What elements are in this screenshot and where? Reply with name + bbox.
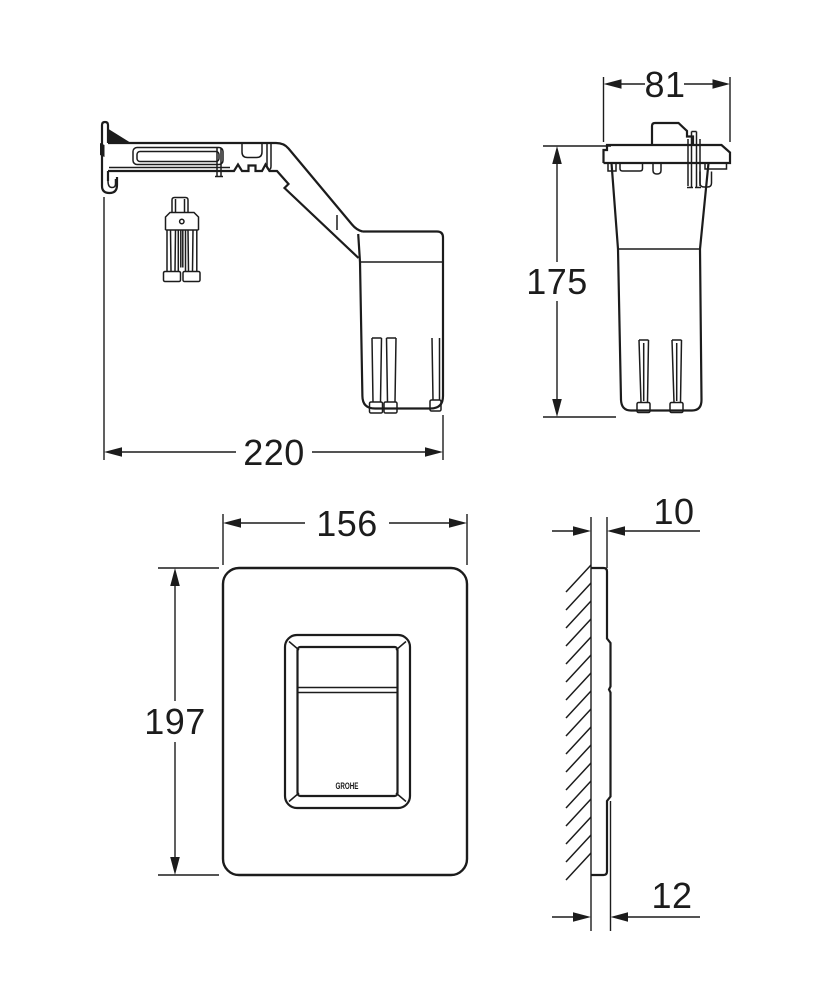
reservoir-body — [610, 162, 710, 414]
arm-cutout — [241, 143, 263, 159]
dim-12-label: 12 — [651, 875, 692, 916]
tray-inset-outer — [132, 146, 224, 166]
dim-10: 10 — [552, 491, 700, 536]
reservoir-neck-details — [619, 163, 728, 188]
wall-hatching — [565, 564, 592, 881]
reservoir-lever-tab — [650, 121, 695, 145]
dim-81-label: 81 — [644, 64, 685, 105]
dim-220: 220 — [103, 197, 444, 473]
reservoir-front-view: 81 175 — [526, 64, 732, 418]
dim-220-label: 220 — [243, 432, 305, 473]
reservoir-front-slots — [636, 339, 684, 414]
gusset-brace — [108, 129, 131, 143]
bracket-side-view: 220 — [100, 120, 445, 473]
dim-175-label: 175 — [526, 261, 588, 302]
dim-197-label: 197 — [144, 701, 206, 742]
dim-197: 197 — [144, 567, 219, 876]
button-divider — [297, 686, 398, 694]
button-corner-chamfers — [288, 640, 407, 803]
dim-12: 12 — [552, 875, 700, 922]
reservoir-pin — [687, 130, 701, 189]
tray-inset-inner — [136, 150, 220, 163]
flush-plate-side-view: 10 12 — [552, 491, 700, 931]
plate-side-profile — [591, 566, 612, 877]
flush-plate-front-view: GROHE 156 197 — [144, 503, 469, 877]
button-inner-frame — [296, 645, 399, 798]
dim-81: 81 — [602, 64, 731, 142]
dim-175: 175 — [526, 145, 616, 418]
wall-hook — [100, 120, 131, 195]
clip-part — [162, 196, 201, 283]
reservoir-flange — [602, 143, 732, 172]
tray-divider — [215, 148, 223, 178]
dim-10-label: 10 — [653, 491, 694, 532]
reservoir-side-outline — [357, 230, 445, 414]
flush-plate-outline — [221, 566, 469, 877]
arm-slot — [266, 143, 272, 171]
wall-clip-wedge — [100, 143, 105, 157]
button-outer-frame — [283, 633, 412, 810]
dim-156-label: 156 — [316, 503, 378, 544]
mounting-arm — [108, 141, 363, 259]
reservoir-side-slots — [368, 337, 442, 414]
dim-156: 156 — [222, 503, 468, 565]
grohe-logo: GROHE — [336, 781, 359, 791]
